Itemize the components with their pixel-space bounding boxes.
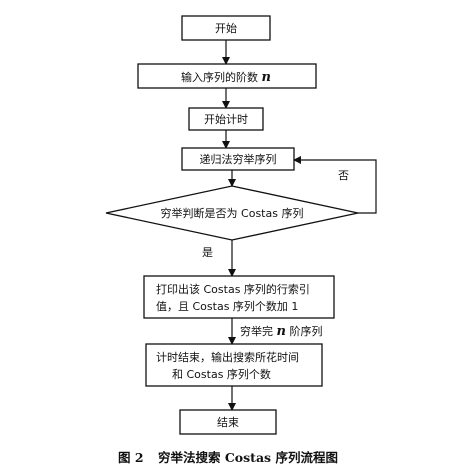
figure-number: 图 2 (118, 450, 144, 465)
start-timer-label: 开始计时 (204, 112, 248, 126)
print-index-line-1: 打印出该 Costas 序列的行索引 (156, 282, 310, 296)
figure-title: 穷举法搜索 Costas 序列流程图 (158, 450, 338, 465)
print-index-line-2: 值，且 Costas 序列个数加 1 (156, 299, 298, 313)
end-label: 结束 (217, 416, 239, 429)
input-order-node: 输入序列的阶数 n (137, 63, 317, 89)
start-node: 开始 (181, 15, 271, 41)
start-timer-node: 开始计时 (188, 107, 264, 131)
timer-end-node: 计时结束，输出搜索所花时间 和 Costas 序列个数 (145, 343, 323, 387)
recursive-enum-node: 递归法穷举序列 (181, 147, 295, 171)
figure-caption: 图 2 穷举法搜索 Costas 序列流程图 (118, 450, 338, 465)
enum-done-label: 穷举完 n 阶序列 (240, 324, 322, 339)
timer-end-line-2: 和 Costas 序列个数 (172, 367, 271, 381)
start-label: 开始 (215, 21, 237, 35)
timer-end-line-1: 计时结束，输出搜索所花时间 (156, 350, 299, 364)
yes-label: 是 (202, 246, 213, 259)
arrow-decision-no-loop (293, 156, 377, 214)
input-order-label: 输入序列的阶数 n (181, 70, 271, 85)
decision-label: 穷举判断是否为 Costas 序列 (161, 206, 304, 220)
print-index-node: 打印出该 Costas 序列的行索引 值，且 Costas 序列个数加 1 (143, 275, 335, 319)
decision-node: 穷举判断是否为 Costas 序列 (105, 185, 359, 241)
no-label: 否 (338, 169, 349, 182)
recursive-enum-label: 递归法穷举序列 (200, 152, 277, 166)
end-node: 结束 (179, 409, 277, 435)
